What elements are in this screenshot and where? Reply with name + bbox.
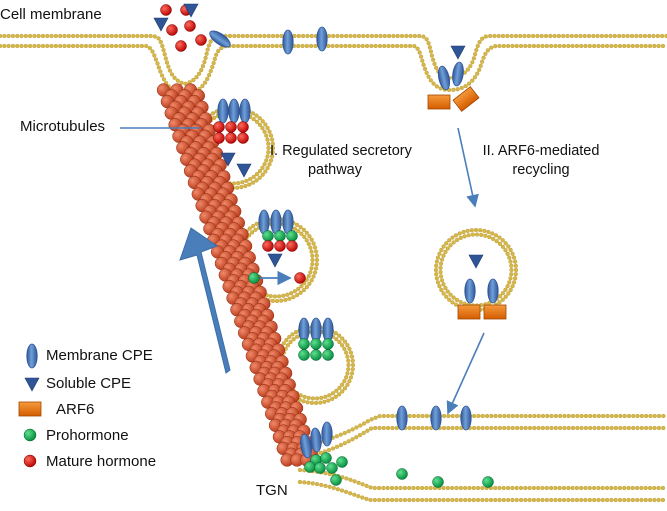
prohormone [310, 338, 322, 350]
mature-hormone [195, 34, 207, 46]
mature-hormone [175, 40, 187, 52]
transport-direction-arrow [179, 227, 231, 374]
soluble-cpe [183, 3, 199, 18]
prohormone [432, 476, 444, 488]
prohormone [326, 462, 338, 474]
prohormone [248, 272, 260, 284]
legend-mature-hormone-icon [23, 454, 37, 468]
membrane-cpe [452, 61, 464, 87]
legend-membrane-cpe-label: Membrane CPE [46, 347, 153, 364]
arf6 [452, 86, 480, 112]
prohormone [330, 474, 342, 486]
prohormone [286, 230, 298, 242]
prohormone [262, 230, 274, 242]
soluble-cpe [468, 254, 484, 269]
legend-membrane-cpe-icon [26, 343, 38, 369]
membrane-cpe [396, 405, 408, 431]
mature-hormone [225, 132, 237, 144]
membrane-cpe [217, 98, 229, 124]
prohormone [320, 452, 332, 464]
regulated-pathway-label: I. Regulated secretory pathway [270, 142, 412, 180]
regulated-pathway-line2: pathway [307, 162, 362, 178]
legend-soluble-cpe-icon [24, 377, 40, 392]
microtubule-bundle [156, 83, 318, 467]
membrane-cpe [209, 30, 231, 48]
mature-hormone [166, 24, 178, 36]
mature-hormone [213, 121, 225, 133]
prohormone [314, 462, 326, 474]
prohormone [310, 349, 322, 361]
mature-hormone [225, 121, 237, 133]
arf6 [427, 94, 451, 110]
legend-prohormone-icon [23, 428, 37, 442]
membrane-cpe [487, 278, 499, 304]
cell-membrane-label: Cell membrane [0, 6, 102, 23]
membrane-cpe [460, 405, 472, 431]
prohormone [304, 461, 316, 473]
plasma-membrane-outer [0, 36, 667, 84]
mature-hormone [237, 132, 249, 144]
membrane-cpe [282, 29, 294, 55]
arf6-recycling-line1: II. ARF6-mediated [482, 143, 600, 159]
mature-hormone [237, 121, 249, 133]
membrane-cpe [239, 98, 251, 124]
legend-prohormone-label: Prohormone [46, 427, 129, 444]
microtubules-label: Microtubules [20, 118, 106, 135]
soluble-cpe [153, 17, 169, 32]
prohormone [274, 230, 286, 242]
mature-hormone [286, 240, 298, 252]
mature-hormone [294, 272, 306, 284]
prohormone [482, 476, 494, 488]
prohormone [298, 349, 310, 361]
arf6-recycling-label: II. ARF6-mediated recycling [476, 142, 606, 180]
legend-arf6-label: ARF6 [56, 401, 95, 418]
membrane-cpe [300, 433, 312, 459]
membrane-cpe [430, 405, 442, 431]
soluble-cpe [450, 45, 466, 60]
mature-hormone [262, 240, 274, 252]
prohormone [322, 349, 334, 361]
mature-hormone [184, 20, 196, 32]
membrane-cpe [464, 278, 476, 304]
arf6-recycling-line2: recycling [512, 162, 570, 178]
mature-hormone [213, 132, 225, 144]
tgn-label: TGN [256, 482, 288, 499]
prohormone [336, 456, 348, 468]
membrane-cpe [316, 26, 328, 52]
tgn-membrane-1 [300, 416, 667, 448]
mature-hormone [160, 4, 172, 16]
prohormone [396, 468, 408, 480]
arf6-arrow-to-tgn [446, 332, 485, 415]
regulated-pathway-line1: I. Regulated secretory [270, 143, 412, 159]
recycling-endosome [433, 227, 519, 313]
legend-mature-hormone-label: Mature hormone [46, 453, 157, 470]
prohormone [298, 338, 310, 350]
arf6-arrow-down [457, 127, 479, 208]
tgn-membrane-2 [300, 428, 667, 458]
mature-hormone [274, 240, 286, 252]
membrane-cpe [228, 98, 240, 124]
membrane-cpe [321, 421, 333, 447]
legend-arf6-icon [18, 401, 42, 417]
soluble-cpe [267, 253, 283, 268]
arf6 [457, 304, 481, 320]
membrane-cpe [437, 65, 451, 91]
membrane-cpe [310, 427, 322, 453]
legend-soluble-cpe-label: Soluble CPE [46, 375, 132, 392]
plasma-membrane-inner [0, 46, 667, 95]
molecules [18, 3, 507, 488]
soluble-cpe [236, 163, 252, 178]
soluble-cpe [220, 152, 236, 167]
prohormone [322, 338, 334, 350]
arf6 [483, 304, 507, 320]
